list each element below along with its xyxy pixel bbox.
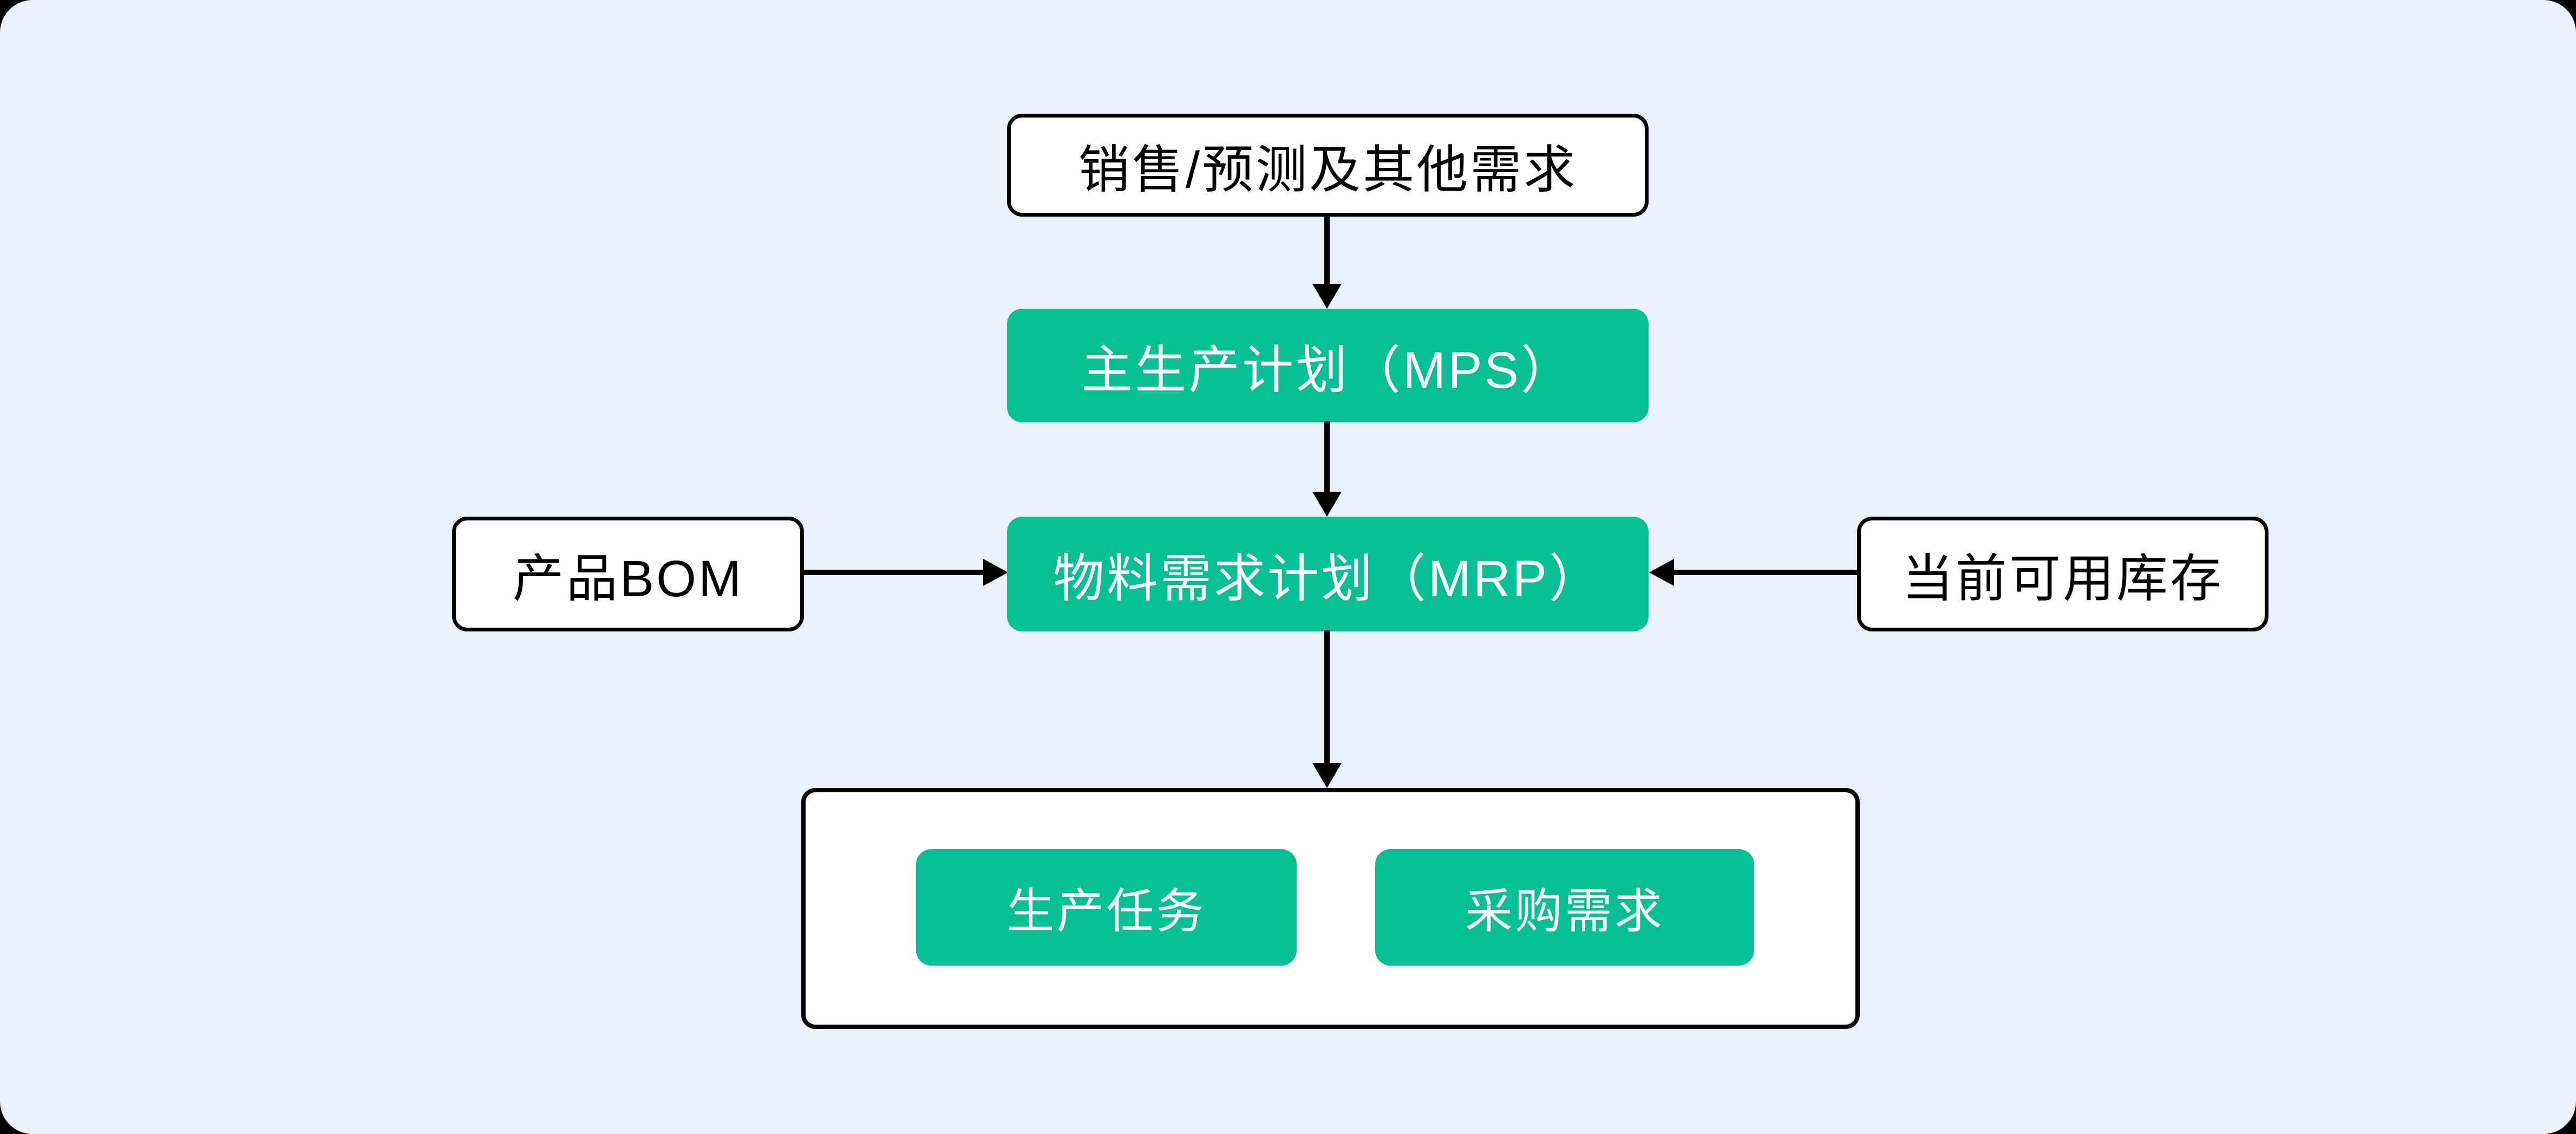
node-available-inventory-label: 当前可用库存 [1901, 550, 2224, 608]
node-product-bom: 产品BOM [452, 517, 804, 631]
node-mrp: 物料需求计划（MRP） [1007, 517, 1649, 631]
node-sales-forecast-demand-label: 销售/预测及其他需求 [1078, 141, 1578, 199]
arrow-demand-to-mps-line [1324, 217, 1330, 286]
arrow-mps-to-mrp-head-icon [1312, 492, 1342, 517]
arrow-bom-to-mrp-head-icon [983, 559, 1008, 586]
node-available-inventory: 当前可用库存 [1857, 517, 2268, 631]
node-sales-forecast-demand: 销售/预测及其他需求 [1007, 114, 1649, 217]
node-purchase-request: 采购需求 [1375, 849, 1754, 966]
arrow-demand-to-mps-head-icon [1312, 284, 1342, 309]
arrow-mrp-to-outputs-line [1324, 630, 1330, 764]
node-purchase-request-label: 采购需求 [1464, 884, 1664, 938]
arrow-inventory-to-mrp-head-icon [1649, 559, 1674, 586]
arrow-bom-to-mrp-line [803, 570, 985, 575]
arrow-mps-to-mrp-line [1324, 421, 1330, 493]
arrow-inventory-to-mrp-line [1674, 570, 1857, 575]
node-mps: 主生产计划（MPS） [1007, 309, 1649, 422]
node-mrp-label: 物料需求计划（MRP） [1052, 550, 1603, 608]
node-production-task: 生产任务 [916, 849, 1297, 966]
node-production-task-label: 生产任务 [1006, 884, 1206, 938]
node-product-bom-label: 产品BOM [512, 550, 744, 608]
node-mps-label: 主生产计划（MPS） [1081, 341, 1574, 399]
arrow-mrp-to-outputs-head-icon [1312, 763, 1342, 788]
